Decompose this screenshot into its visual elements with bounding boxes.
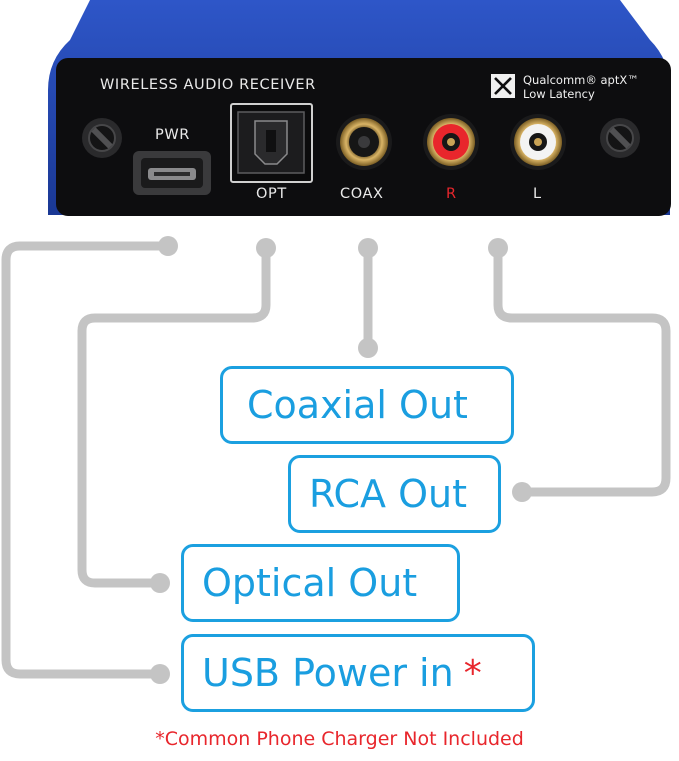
rca-left-jack (510, 114, 566, 170)
callout-rca-label: RCA Out (309, 472, 468, 516)
callout-rca-out: RCA Out (288, 455, 501, 533)
charger-note: *Common Phone Charger Not Included (155, 728, 524, 750)
port-label-r: R (446, 186, 457, 202)
connector-dot (512, 482, 532, 502)
callout-coaxial-label: Coaxial Out (247, 383, 468, 427)
callout-optical-out: Optical Out (181, 544, 460, 622)
port-label-pwr: PWR (155, 127, 190, 143)
connector-l (493, 243, 671, 497)
connector-dot (150, 664, 170, 684)
optical-port (230, 103, 313, 183)
screw-icon (600, 118, 640, 158)
connector-dot (358, 338, 378, 358)
callout-optical-label: Optical Out (202, 561, 418, 605)
connector-dot (256, 238, 276, 258)
micro-usb-port (133, 151, 211, 195)
port-label-opt: OPT (256, 186, 287, 202)
connector-opt (77, 243, 271, 588)
connector-dot (150, 573, 170, 593)
brand-line-2: Low Latency (523, 87, 595, 101)
rca-right-jack (423, 114, 479, 170)
screw-icon (82, 118, 122, 158)
callout-usb-power-in: USB Power in * (181, 634, 535, 712)
connector-dot (358, 238, 378, 258)
coax-jack (336, 114, 392, 170)
brand-line-1: Qualcomm® aptX™ (523, 73, 639, 87)
port-label-coax: COAX (340, 186, 384, 202)
connector-lines (1, 241, 671, 679)
callout-coaxial-out: Coaxial Out (220, 366, 514, 444)
connector-dot (488, 238, 508, 258)
callout-usb-asterisk: * (463, 652, 482, 694)
callout-usb-label: USB Power in (202, 651, 454, 695)
connector-pwr (1, 241, 173, 679)
connector-dots (150, 236, 532, 684)
port-label-l: L (533, 186, 542, 202)
connector-dot (158, 236, 178, 256)
device-title: WIRELESS AUDIO RECEIVER (100, 77, 316, 93)
aptx-logo-icon (491, 74, 515, 98)
